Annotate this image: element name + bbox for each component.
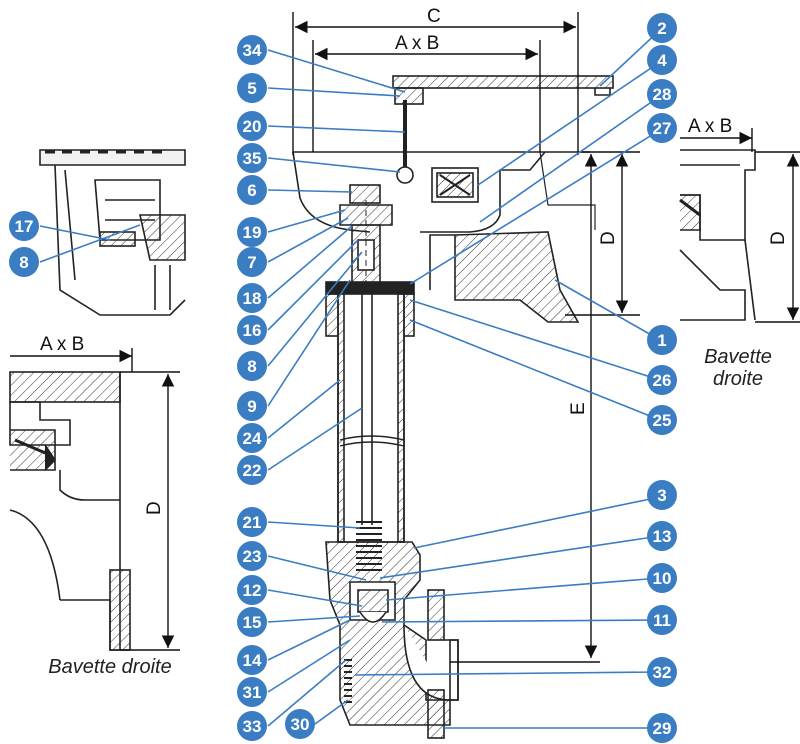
svg-text:4: 4 xyxy=(657,51,667,70)
balloon-6: 6 xyxy=(237,175,267,205)
main-d-label: D xyxy=(598,231,619,245)
svg-text:8: 8 xyxy=(247,357,256,376)
svg-text:21: 21 xyxy=(243,513,262,532)
left-d-label: D xyxy=(144,501,165,515)
svg-text:16: 16 xyxy=(243,321,262,340)
svg-text:24: 24 xyxy=(243,429,262,448)
left-dimensions xyxy=(10,348,180,651)
balloon-20: 20 xyxy=(237,111,267,141)
svg-text:31: 31 xyxy=(243,683,262,702)
balloon-13: 13 xyxy=(647,521,677,551)
balloon-19: 19 xyxy=(237,217,267,247)
svg-text:7: 7 xyxy=(247,253,256,272)
balloon-15: 15 xyxy=(237,607,267,637)
balloon-7: 7 xyxy=(237,247,267,277)
balloon-32: 32 xyxy=(647,657,677,687)
svg-text:28: 28 xyxy=(653,85,672,104)
balloon-3: 3 xyxy=(647,480,677,510)
balloon-12: 12 xyxy=(237,575,267,605)
svg-text:25: 25 xyxy=(653,411,672,430)
balloon-11: 11 xyxy=(647,605,677,635)
balloons: 34 5 20 35 6 19 7 18 16 8 9 24 22 21 23 … xyxy=(9,13,677,743)
right-side-view xyxy=(679,149,756,321)
svg-text:29: 29 xyxy=(653,719,672,738)
svg-text:27: 27 xyxy=(653,119,672,138)
balloon-8-main: 8 xyxy=(237,351,267,381)
left-top-detail xyxy=(39,149,186,316)
balloon-21: 21 xyxy=(237,507,267,537)
svg-text:18: 18 xyxy=(243,289,262,308)
svg-text:17: 17 xyxy=(15,217,34,236)
svg-text:1: 1 xyxy=(657,331,666,350)
balloon-9: 9 xyxy=(237,391,267,421)
balloon-33: 33 xyxy=(237,711,267,741)
svg-text:13: 13 xyxy=(653,527,672,546)
svg-text:3: 3 xyxy=(657,486,666,505)
balloon-14: 14 xyxy=(237,645,267,675)
svg-text:26: 26 xyxy=(653,371,672,390)
svg-text:34: 34 xyxy=(243,41,262,60)
balloon-29: 29 xyxy=(647,713,677,743)
svg-text:20: 20 xyxy=(243,117,262,136)
leader-lines xyxy=(39,29,661,729)
balloon-5: 5 xyxy=(237,73,267,103)
main-assembly xyxy=(292,75,614,739)
balloon-16: 16 xyxy=(237,315,267,345)
right-view-caption: Bavette droite xyxy=(704,346,772,390)
svg-text:6: 6 xyxy=(247,181,256,200)
svg-text:19: 19 xyxy=(243,223,262,242)
balloon-31: 31 xyxy=(237,677,267,707)
balloon-1: 1 xyxy=(647,325,677,355)
svg-text:30: 30 xyxy=(291,715,310,734)
svg-text:5: 5 xyxy=(247,79,256,98)
balloon-34: 34 xyxy=(237,35,267,65)
main-dimensions xyxy=(292,12,640,663)
right-axb-label: A x B xyxy=(688,116,732,137)
svg-text:33: 33 xyxy=(243,717,262,736)
svg-text:23: 23 xyxy=(243,547,262,566)
svg-text:12: 12 xyxy=(243,581,262,600)
svg-text:35: 35 xyxy=(243,149,262,168)
right-d-label: D xyxy=(768,231,789,245)
svg-text:2: 2 xyxy=(657,19,666,38)
balloon-28: 28 xyxy=(647,79,677,109)
svg-text:32: 32 xyxy=(653,663,672,682)
right-dimensions xyxy=(680,128,800,323)
balloon-22: 22 xyxy=(237,455,267,485)
balloon-17: 17 xyxy=(9,211,39,241)
balloon-10: 10 xyxy=(647,563,677,593)
left-bottom-detail xyxy=(9,371,131,651)
left-view-caption: Bavette droite xyxy=(48,656,172,678)
balloon-18: 18 xyxy=(237,283,267,313)
left-axb-label: A x B xyxy=(40,334,84,355)
balloon-26: 26 xyxy=(647,365,677,395)
svg-text:15: 15 xyxy=(243,613,262,632)
balloon-30: 30 xyxy=(285,709,315,739)
balloon-25: 25 xyxy=(647,405,677,435)
main-e-label: E xyxy=(568,402,589,415)
balloon-35: 35 xyxy=(237,143,267,173)
balloon-2: 2 xyxy=(647,13,677,43)
svg-text:14: 14 xyxy=(243,651,262,670)
balloon-27: 27 xyxy=(647,113,677,143)
svg-text:11: 11 xyxy=(653,611,671,630)
balloon-4: 4 xyxy=(647,45,677,75)
svg-text:9: 9 xyxy=(247,397,256,416)
balloon-24: 24 xyxy=(237,423,267,453)
main-axb-label: A x B xyxy=(395,33,439,54)
balloon-8-left: 8 xyxy=(9,247,39,277)
balloon-23: 23 xyxy=(237,541,267,571)
main-c-label: C xyxy=(427,6,441,27)
svg-text:8: 8 xyxy=(19,253,28,272)
svg-text:10: 10 xyxy=(653,569,672,588)
svg-text:22: 22 xyxy=(243,461,262,480)
